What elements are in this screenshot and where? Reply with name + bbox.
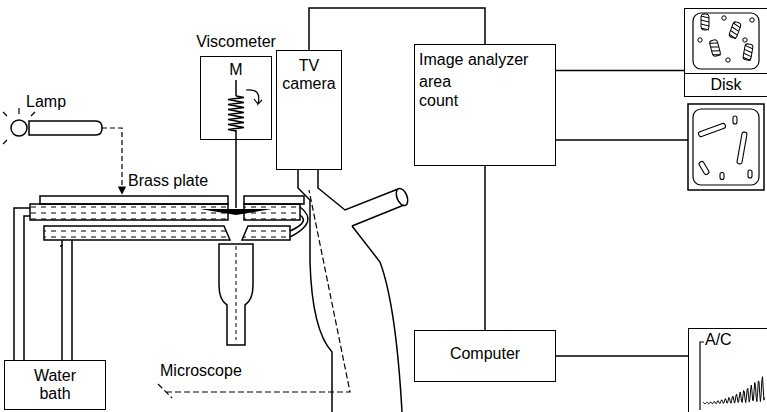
debris-dot (743, 38, 747, 42)
light-guide (29, 121, 102, 135)
debris-dot (722, 16, 726, 20)
viscometer-box: ViscometerM (200, 56, 272, 140)
coil-winding (745, 45, 753, 48)
coil-outline (709, 39, 721, 57)
node-sublabel: M (229, 61, 242, 79)
signal-cable (484, 166, 486, 330)
node-label: Disk (685, 73, 767, 96)
rod-particle (748, 170, 752, 178)
rod-particle (733, 116, 737, 124)
debris-dot (698, 38, 702, 42)
plot-box: A/C (688, 328, 767, 412)
objective-column (219, 244, 253, 345)
water-jacket (30, 204, 228, 220)
plot-axis (700, 342, 704, 410)
part-label: Microscope (160, 362, 242, 380)
lamp-rays (3, 108, 35, 144)
coil-winding (731, 27, 739, 32)
water-jacket (244, 204, 300, 220)
eyepiece (394, 187, 410, 207)
video-cable (556, 139, 688, 141)
coil-winding (730, 31, 738, 36)
node-label: Viscometer (196, 33, 276, 51)
rod-particle (720, 173, 724, 180)
water-loop (290, 207, 308, 237)
microscope-stand (318, 170, 404, 412)
coil-particle (701, 14, 709, 30)
torsion-spring (228, 96, 244, 131)
light-path (102, 128, 122, 194)
coil-particle (743, 43, 754, 60)
node-label: Water bath (25, 367, 85, 404)
node-label: Computer (450, 345, 520, 363)
coil-winding (712, 49, 720, 53)
coil-outline (743, 43, 754, 60)
signal-cable (556, 355, 688, 357)
lower-jacket (242, 226, 290, 240)
coil-winding (729, 34, 737, 39)
particle-image (698, 14, 754, 62)
coil-winding (701, 16, 709, 18)
lamp-bulb (11, 120, 27, 136)
viscometer-shaft (235, 80, 237, 96)
camera-box: TV camera (276, 50, 342, 170)
node-label: A/C (705, 331, 732, 349)
coil-winding (733, 23, 741, 28)
water-pipe (14, 208, 30, 360)
bath-box: Water bath (4, 360, 106, 410)
microscope-stand (298, 170, 332, 412)
node-label: TV camera (277, 57, 341, 94)
signal-trace (703, 377, 765, 404)
coil-particle (729, 21, 742, 39)
rod-particle (698, 123, 726, 137)
water-pipe (60, 246, 72, 360)
node-label: Image analyzer (419, 51, 528, 69)
analyzer-box: Image analyzer area count (414, 44, 556, 166)
coil-winding (744, 49, 752, 52)
coil-winding (701, 28, 709, 30)
debris-dot (726, 58, 730, 62)
part-label: Brass plate (128, 172, 208, 190)
coil-winding (701, 24, 709, 26)
lower-jacket (44, 226, 230, 240)
monitor-box: Disk (684, 8, 767, 97)
coil-outline (701, 14, 709, 30)
debris-dot (750, 18, 754, 22)
coil-winding (743, 53, 751, 56)
coil-winding (711, 45, 719, 49)
coil-winding (743, 57, 751, 60)
rotation-arrow (246, 90, 262, 104)
coil-particle (709, 39, 721, 57)
viscometer-shaft (235, 130, 237, 208)
coil-winding (710, 41, 718, 45)
node-sublabel: area count (419, 73, 469, 110)
rod-particle (737, 132, 747, 164)
computer-box: Computer (414, 330, 556, 382)
rod-particle (698, 161, 709, 176)
binary-image (698, 116, 752, 180)
optical-path (158, 190, 350, 398)
optical-axis (236, 246, 237, 340)
signal-cable (556, 70, 684, 72)
monitor-screen (693, 13, 759, 69)
brass-plate (40, 196, 304, 204)
coil-winding (701, 20, 709, 22)
monitor-screen (693, 109, 759, 185)
monitor (688, 104, 764, 190)
part-label: Lamp (26, 93, 66, 111)
coil-outline (729, 21, 742, 39)
water-pipe (62, 240, 72, 252)
coil-winding (713, 53, 721, 57)
